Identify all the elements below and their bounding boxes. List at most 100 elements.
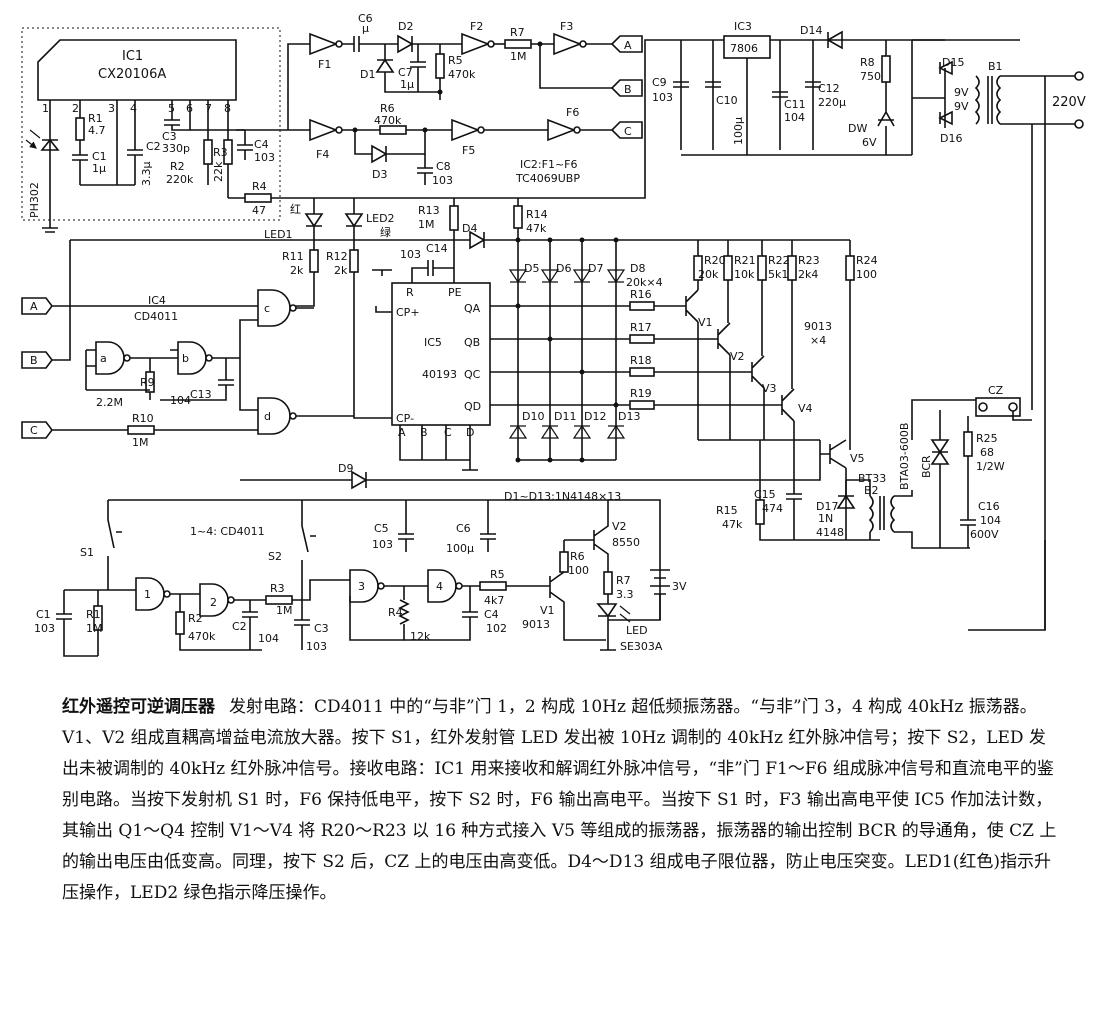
- r9-label: R9: [140, 376, 155, 389]
- c9-value: 103: [652, 91, 673, 104]
- tx-c2-label: C2: [232, 620, 247, 633]
- tx-r5-label: R5: [490, 568, 505, 581]
- d10-label: D10: [522, 410, 544, 423]
- tx-r1-value: 1M: [86, 622, 103, 635]
- ic5-part: 40193: [422, 368, 457, 381]
- r23-value: 2k4: [798, 268, 818, 281]
- tx-r4-value: 12k: [410, 630, 431, 643]
- led2-label: LED2: [366, 212, 395, 225]
- c11-label: C11: [784, 98, 806, 111]
- r17-label: R17: [630, 321, 652, 334]
- tx-r1-label: R1: [86, 608, 101, 621]
- c16-label: C16: [978, 500, 1000, 513]
- svg-text:C: C: [624, 125, 632, 138]
- c13-value: 104: [170, 394, 191, 407]
- ic3-part: 7806: [730, 42, 758, 55]
- d5-label: D5: [524, 262, 539, 275]
- tx-gate-4: 4: [436, 580, 443, 593]
- r14-label: R14: [526, 208, 548, 221]
- tx-ic-label: 1~4: CD4011: [190, 525, 265, 538]
- tx-v2-label: V2: [612, 520, 627, 533]
- svg-text:A: A: [30, 300, 38, 313]
- ic4-gate-c: c: [264, 302, 270, 315]
- r25-label: R25: [976, 432, 998, 445]
- ic5-pin-pe: PE: [448, 286, 462, 299]
- ic1-c4-value: 103: [254, 151, 275, 164]
- inverter-chain: F1 C6 μ D2 D1 C7 1μ R5 470k F2 R7 1M F3: [236, 12, 643, 187]
- r15-value: 47k: [722, 518, 743, 531]
- r11-label: R11: [282, 250, 304, 263]
- tx-gate-1: 1: [144, 588, 151, 601]
- d9-label: D9: [338, 462, 353, 475]
- v5-label: V5: [850, 452, 865, 465]
- r13-value: 1M: [418, 218, 435, 231]
- d17-part-a: 1N: [818, 512, 833, 525]
- bcr-part: BTA03-600B: [898, 423, 911, 490]
- ic1-c3-value: 330p: [162, 142, 190, 155]
- tx-v2-part: 8550: [612, 536, 640, 549]
- c10-label: C10: [716, 94, 738, 107]
- tx-r4-label: R4: [388, 606, 403, 619]
- svg-text:C: C: [30, 424, 38, 437]
- r6-label: R6: [380, 102, 395, 115]
- tx-c3-value: 103: [306, 640, 327, 653]
- c12-value: 220μ: [818, 96, 846, 109]
- transmitter-circuit: 1~4: CD4011 S1 S2 C1 103 R1 1M 1 R2 470k…: [34, 499, 687, 657]
- terminal-b-left: B: [21, 351, 53, 369]
- c13-label: C13: [190, 388, 212, 401]
- tx-v1-label: V1: [540, 604, 555, 617]
- r16-label: R16: [630, 288, 652, 301]
- ic1-r2-value: 220k: [166, 173, 194, 186]
- r14-value: 47k: [526, 222, 547, 235]
- ic5-pin-qa: QA: [464, 302, 481, 315]
- c15-value: 474: [762, 502, 783, 515]
- caption-text: 发射电路：CD4011 中的“与非”门 1，2 构成 10Hz 超低频振荡器。“…: [62, 697, 1057, 903]
- gate-f3: F3: [560, 20, 573, 33]
- tx-gate-2: 2: [210, 596, 217, 609]
- c7-value: 1μ: [400, 78, 414, 91]
- ic3-label: IC3: [734, 20, 752, 33]
- tx-r7-label: R7: [616, 574, 631, 587]
- ic2-label: IC2:F1~F6: [520, 158, 578, 171]
- figure-caption: 红外遥控可逆调压器发射电路：CD4011 中的“与非”门 1，2 构成 10Hz…: [62, 692, 1062, 909]
- c7-label: C7: [398, 66, 413, 79]
- led1-label: LED1: [264, 228, 293, 241]
- counter-section: 红 LED1 LED2 绿 R11 2k R12 2k R13 1M D4 R1…: [21, 198, 1046, 631]
- ic1-c3: C3: [162, 130, 177, 143]
- v2-label: V2: [730, 350, 745, 363]
- d13-label: D13: [618, 410, 640, 423]
- r12-label: R12: [326, 250, 348, 263]
- r25-rating: 1/2W: [976, 460, 1005, 473]
- tx-gate-3: 3: [358, 580, 365, 593]
- r20-label: R20: [704, 254, 726, 267]
- tx-c5-value: 103: [372, 538, 393, 551]
- r23-label: R23: [798, 254, 820, 267]
- b1-9v-upper: 9V: [954, 86, 969, 99]
- v1-v4-type: 9013: [804, 320, 832, 333]
- r10-value: 1M: [132, 436, 149, 449]
- r15-label: R15: [716, 504, 738, 517]
- r5-label: R5: [448, 54, 463, 67]
- terminal-a-top: A: [610, 35, 643, 53]
- r24-label: R24: [856, 254, 878, 267]
- ic4-gate-b: b: [182, 352, 189, 365]
- dw-label: DW: [848, 122, 867, 135]
- c9-label: C9: [652, 76, 667, 89]
- c15-label: C15: [754, 488, 776, 501]
- r12-value: 2k: [334, 264, 348, 277]
- d16-label: D16: [940, 132, 962, 145]
- tx-r6-value: 100: [568, 564, 589, 577]
- d2-label: D2: [398, 20, 413, 33]
- ic5-pin-cp-up: CP+: [396, 306, 420, 319]
- c14-value: 103: [400, 248, 421, 261]
- v5-type: BT33: [858, 472, 886, 485]
- tx-c1-label: C1: [36, 608, 51, 621]
- r16-r19-value: 20k×4: [626, 276, 663, 289]
- c6-label: C6: [358, 12, 373, 25]
- r8-label: R8: [860, 56, 875, 69]
- d11-label: D11: [554, 410, 576, 423]
- ic2-part: TC4069UBP: [515, 172, 580, 185]
- tx-r5-value: 4k7: [484, 594, 504, 607]
- battery-3v: 3V: [672, 580, 687, 593]
- ic1-pin-1: 1: [42, 102, 49, 115]
